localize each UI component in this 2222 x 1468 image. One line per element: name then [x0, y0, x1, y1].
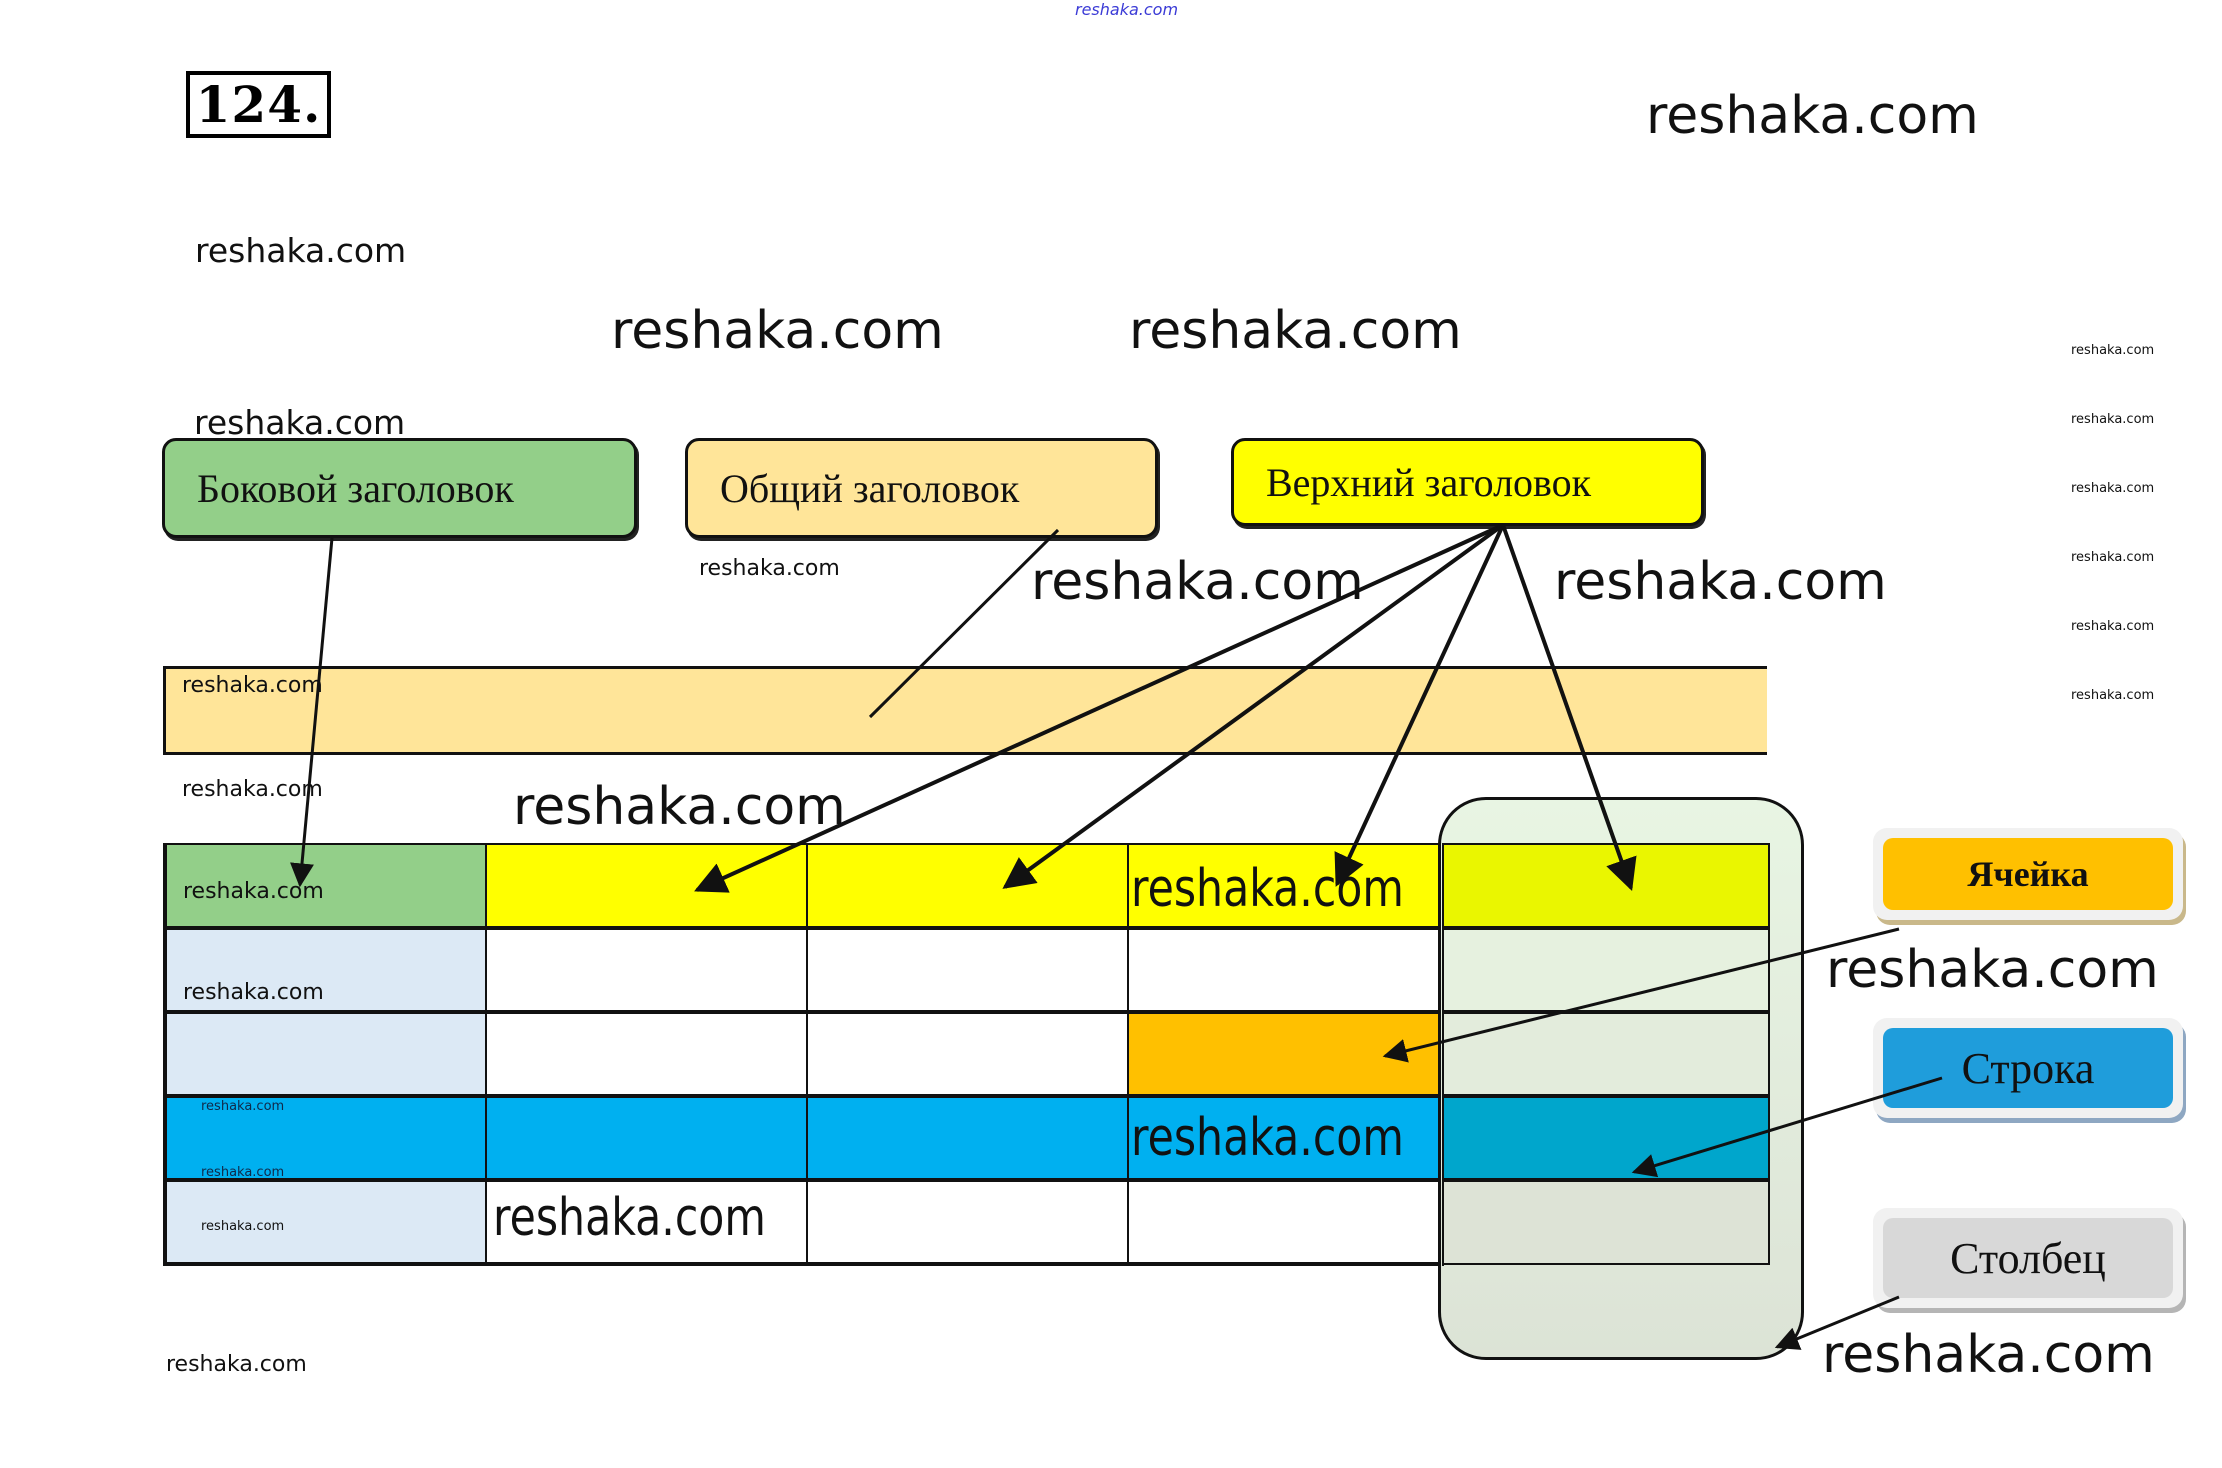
watermark: reshaka.com [2071, 550, 2155, 565]
legend-cell-text: Ячейка [1883, 838, 2173, 910]
general-header-label: Общий заголовок [685, 438, 1158, 538]
table-cell: reshaka.com [485, 1178, 808, 1266]
watermark: reshaka.com [611, 301, 944, 361]
highlight-row-cell: reshaka.com [1127, 1094, 1442, 1181]
watermark: reshaka.com [195, 231, 407, 270]
side-header-text: Боковой заголовок [197, 465, 514, 511]
table-row-top-header: reshaka.com reshaka.com [163, 843, 1770, 929]
top-header-text: Верхний заголовок [1266, 459, 1592, 505]
watermark: reshaka.com [1129, 301, 1462, 361]
general-header-bar [163, 666, 1767, 755]
legend-column: Столбец [1873, 1208, 2183, 1308]
watermark: reshaka.com [2071, 412, 2155, 427]
top-header-cell: reshaka.com [1127, 843, 1442, 929]
watermark: reshaka.com [182, 673, 323, 698]
watermark: reshaka.com [1554, 552, 1887, 612]
legend-row-text: Строка [1883, 1028, 2173, 1108]
legend-cell: Ячейка [1873, 828, 2183, 920]
watermark: reshaka.com [1826, 940, 2159, 1000]
side-header-cell [163, 1010, 487, 1097]
watermark: reshaka.com [194, 403, 406, 442]
highlight-row-cell [485, 1094, 808, 1181]
watermark: reshaka.com [513, 777, 846, 837]
highlight-row-cell [806, 1094, 1129, 1181]
watermark: reshaka.com [1822, 1325, 2155, 1385]
highlight-row-cell [1438, 1094, 1770, 1181]
side-header-cell: reshaka.com [163, 1178, 487, 1266]
legend-column-text: Столбец [1883, 1218, 2173, 1298]
legend-row: Строка [1873, 1018, 2183, 1118]
watermark: reshaka.com [2071, 688, 2155, 703]
table-row-highlight: reshaka.com reshaka.com reshaka.com [163, 1094, 1770, 1181]
top-header-cell [806, 843, 1129, 929]
watermark: reshaka.com [2071, 619, 2155, 634]
side-header-cell: reshaka.com reshaka.com [163, 1094, 487, 1181]
table-cell [1127, 926, 1442, 1013]
table-cell [1438, 1010, 1770, 1097]
task-number: 124. [186, 71, 331, 138]
top-header-cell [485, 843, 808, 929]
watermark-top: reshaka.com [1075, 0, 1179, 19]
table-cell [806, 926, 1129, 1013]
watermark: reshaka.com [1031, 552, 1364, 612]
watermark: reshaka.com [201, 1165, 285, 1180]
side-header-label: Боковой заголовок [162, 438, 637, 538]
table-row: reshaka.com [163, 926, 1770, 1013]
top-header-cell [1438, 843, 1770, 929]
side-header-cell: reshaka.com [163, 926, 487, 1013]
watermark: reshaka.com [2071, 481, 2155, 496]
table-cell [1127, 1178, 1442, 1266]
table-cell [1438, 926, 1770, 1013]
table-row [163, 1010, 1770, 1097]
general-header-text: Общий заголовок [720, 465, 1020, 511]
watermark: reshaka.com [2071, 343, 2155, 358]
watermark: reshaka.com [1646, 86, 1979, 146]
example-table: reshaka.com reshaka.com reshaka.com resh… [163, 843, 1770, 1266]
table-cell [485, 926, 808, 1013]
watermark: reshaka.com [699, 556, 840, 581]
highlight-cell [1127, 1010, 1442, 1097]
watermark: reshaka.com [166, 1352, 307, 1377]
table-cell [806, 1178, 1129, 1266]
top-header-label: Верхний заголовок [1231, 438, 1704, 526]
table-cell [1438, 1178, 1770, 1265]
corner-cell: reshaka.com [163, 843, 487, 929]
table-cell [485, 1010, 808, 1097]
table-row: reshaka.com reshaka.com [163, 1178, 1770, 1266]
table-cell [806, 1010, 1129, 1097]
watermark: reshaka.com [182, 777, 323, 802]
